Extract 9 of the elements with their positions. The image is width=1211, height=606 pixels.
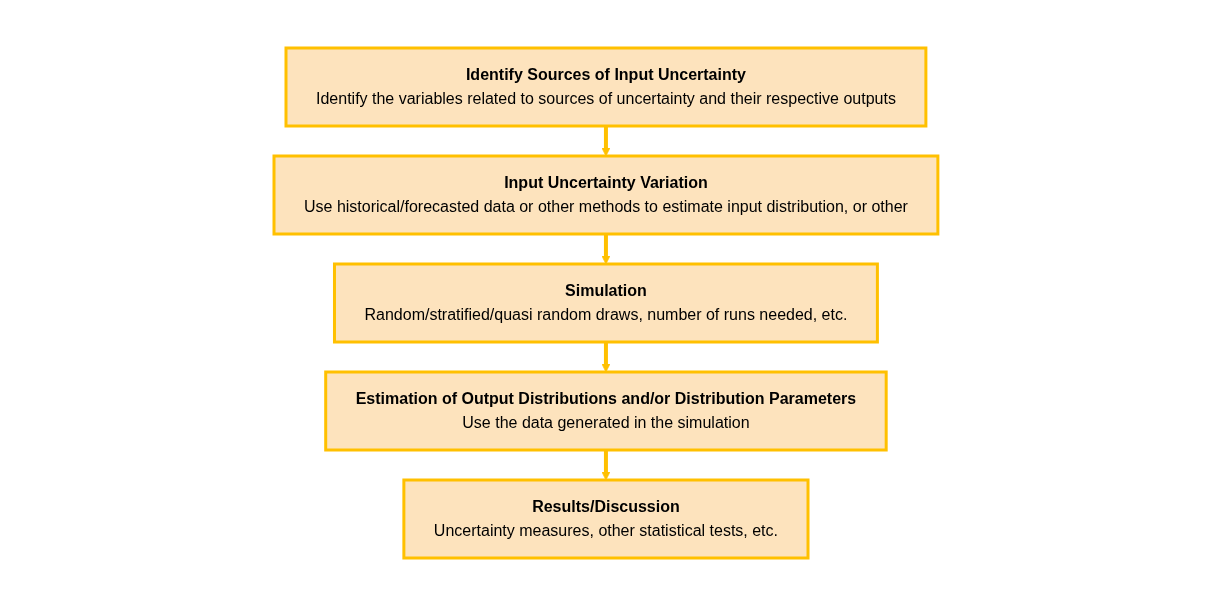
node-box: Simulation Random/stratified/quasi random draws, number of runs needed, etc. (332, 262, 879, 344)
node-box: Estimation of Output Distributions and/or Distribution Parameters Use the data generated in the simulation (323, 370, 888, 452)
arrow (601, 342, 610, 373)
arrow (601, 126, 610, 157)
node-box: Input Uncertainty Variation Use historical/forecasted data or other methods to estimate input distribution, or other (272, 154, 939, 236)
arrow (601, 450, 610, 481)
node-box: Results/Discussion Uncertainty measures, other statistical tests, etc. (401, 478, 810, 560)
arrow (601, 234, 610, 265)
node-box: Identify Sources of Input Uncertainty Identify the variables related to sources of uncertainty and their respective outputs (284, 46, 927, 128)
